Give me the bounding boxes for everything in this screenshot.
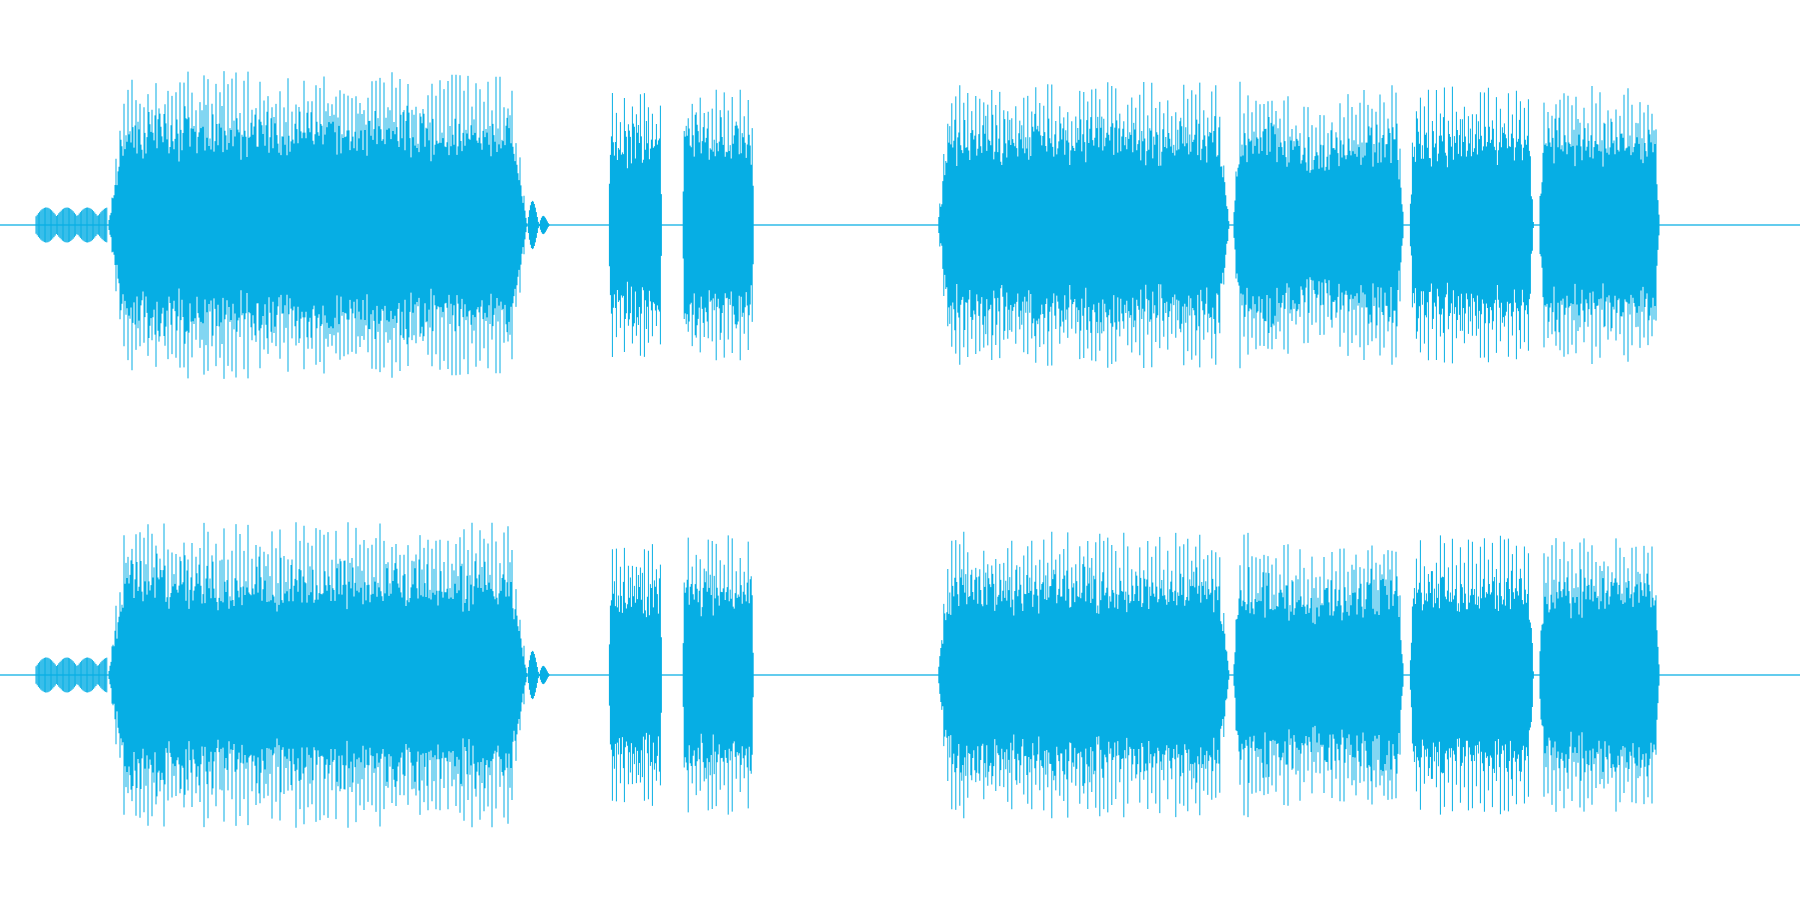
waveform-segment [938, 82, 1230, 368]
waveform-segment [1409, 535, 1534, 815]
waveform-segment [1409, 86, 1534, 364]
waveform-segment [938, 531, 1230, 819]
waveform-segment [682, 535, 754, 815]
waveform-segment [1539, 86, 1660, 364]
waveform-segment [1233, 81, 1404, 369]
waveform-segment [608, 544, 662, 806]
waveform-segment [1539, 538, 1660, 812]
waveform-segment [35, 657, 108, 693]
waveform-channel-left [0, 71, 1800, 379]
waveform-segment [608, 93, 662, 357]
waveform-segment [1233, 532, 1404, 818]
waveform-channel-right [0, 522, 1800, 828]
waveform-segment [108, 71, 528, 379]
waveform-segment [682, 89, 754, 361]
waveform-segment [527, 650, 551, 700]
waveform-segment [108, 522, 528, 828]
waveform-segment [35, 207, 108, 243]
waveform-segment [527, 200, 551, 250]
